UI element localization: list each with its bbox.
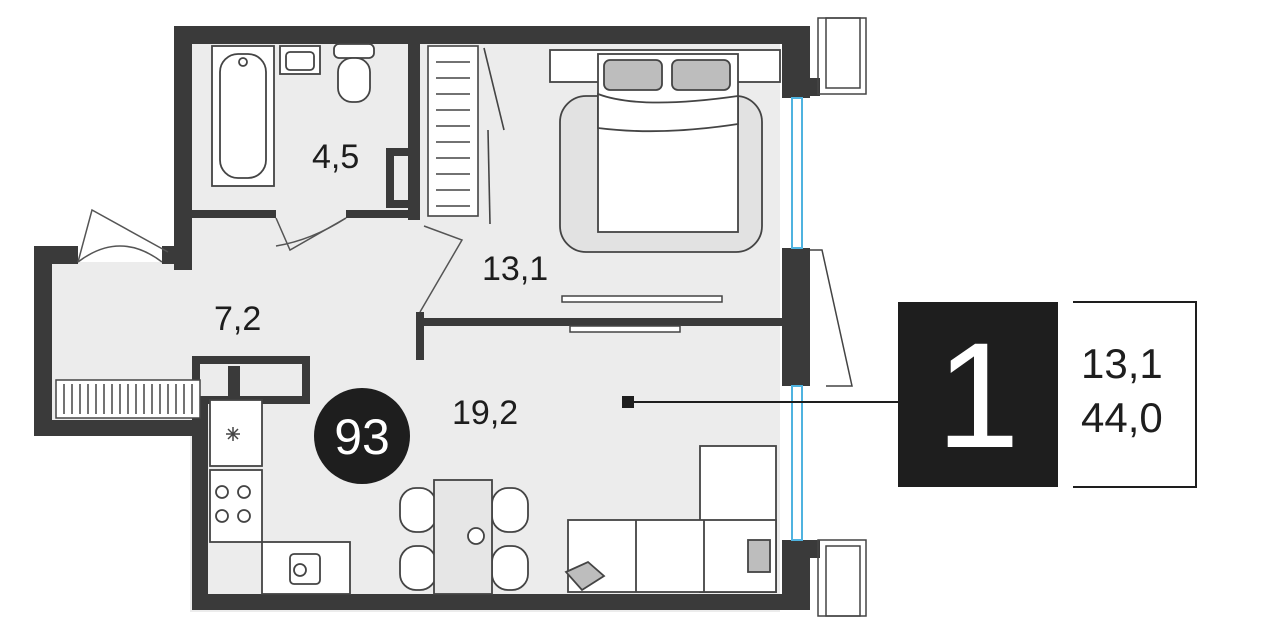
radiator — [55, 379, 201, 419]
fan-icon — [226, 427, 240, 441]
room-count: 1 — [936, 310, 1020, 479]
apartment-number-badge — [314, 388, 410, 484]
sliding-partition — [561, 295, 723, 333]
sink-icon — [279, 45, 321, 75]
bedroom-area: 13,1 — [482, 250, 548, 288]
sofa — [564, 445, 777, 593]
area-box: 13,1 44,0 — [1073, 301, 1197, 488]
room-count-badge: 1 — [898, 302, 1058, 487]
total-area-value: 44,0 — [1081, 394, 1163, 441]
bathtub — [211, 45, 275, 187]
entrance-door — [77, 208, 169, 263]
living-area-value: 13,1 — [1081, 340, 1163, 387]
apartment-number: 93 — [334, 409, 390, 465]
toilet-icon — [333, 43, 375, 103]
balcony-frames — [810, 17, 867, 617]
hall-area: 7,2 — [214, 300, 261, 338]
bed — [549, 49, 781, 253]
living-room-area: 19,2 — [452, 394, 518, 432]
bedroom-door — [419, 225, 464, 313]
bathroom-area: 4,5 — [312, 138, 359, 176]
outer-walls — [34, 26, 820, 610]
windows — [791, 97, 803, 541]
wardrobe — [427, 45, 505, 225]
bathroom-door — [275, 217, 347, 252]
interior-walls — [192, 40, 782, 404]
kitchen-counter — [209, 399, 351, 595]
leader-marker — [622, 396, 634, 408]
dining-table — [399, 479, 529, 595]
